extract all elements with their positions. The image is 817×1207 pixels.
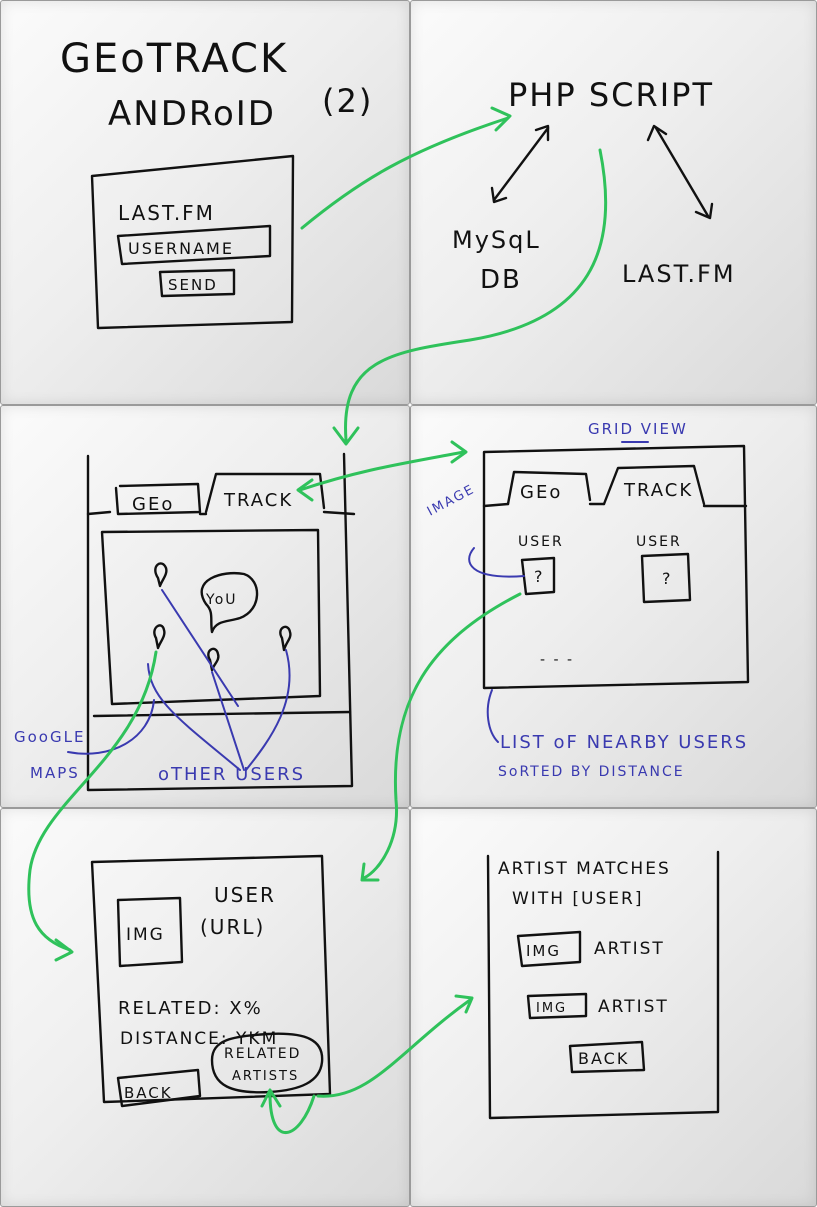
map-pin-icon <box>153 624 166 650</box>
send-button-label: SEND <box>168 276 218 294</box>
profile-image-label: IMG <box>126 925 165 945</box>
panel-login <box>0 0 410 405</box>
related-artists-line1: RELATED <box>224 1046 301 1062</box>
artist-2-name[interactable]: ARTIST <box>598 997 669 1017</box>
flow-arrow-map-to-profile <box>27 650 158 952</box>
php-script-label: PHP SCRIPT <box>508 76 714 114</box>
map-screen-frame <box>86 452 354 792</box>
annot-list-line1: LIST oF NEARBY USERS <box>500 732 748 753</box>
profile-back-label: BACK <box>124 1084 173 1102</box>
profile-image <box>116 896 184 968</box>
grid-tab-geo-label: GEo <box>520 482 562 503</box>
grid-placeholder-2: ? <box>662 569 673 588</box>
flow-arrow-php-to-map <box>344 148 608 442</box>
grid-more-indicator: - - - <box>540 652 574 668</box>
map-pin-icon <box>154 562 168 588</box>
annot-maps-line2: MAPS <box>30 764 80 782</box>
annot-maps-line1: GooGLE <box>14 728 85 746</box>
related-artists-button[interactable] <box>210 1032 324 1094</box>
annot-other-users: oTHER USERS <box>158 764 305 785</box>
panel-grid-screen <box>410 405 817 808</box>
grid-tab-track-label: TRACK <box>623 480 693 501</box>
annot-image: IMAGE <box>425 482 478 520</box>
grid-user-2-label: USER <box>636 534 682 550</box>
php-lastfm-arrow <box>654 126 710 218</box>
artist-2-image <box>526 992 588 1020</box>
artist-2-image-label: IMG <box>536 1001 567 1016</box>
you-label: YoU <box>205 592 238 608</box>
grid-heading: GRID VIEW <box>588 420 688 438</box>
title-line1: GEoTRACK <box>60 36 288 82</box>
title-line2: ANDRoID <box>108 94 276 134</box>
lastfm-service-label: LAST.FM <box>622 260 736 288</box>
flow-arrow-to-matches <box>316 998 472 1098</box>
title-number: (2) <box>322 82 373 120</box>
matches-heading-line2: WITH [USER] <box>512 889 643 909</box>
send-button[interactable] <box>158 268 236 298</box>
profile-user-label: USER <box>214 883 276 907</box>
flow-arrow-grid-to-profile <box>362 592 522 880</box>
matches-heading-line1: ARTIST MATCHES <box>498 859 671 879</box>
profile-related-value: RELATED: X% <box>118 998 263 1019</box>
panel-profile-screen <box>0 808 410 1207</box>
you-marker <box>200 572 259 634</box>
grid-user-1-label: USER <box>518 534 564 550</box>
tab-geo[interactable] <box>114 482 202 516</box>
map-area[interactable] <box>100 528 322 706</box>
grid-user-1-image[interactable] <box>520 556 556 596</box>
db-label-line2: DB <box>480 265 522 295</box>
matches-back-button[interactable] <box>568 1040 646 1074</box>
profile-screen-frame <box>90 854 332 1104</box>
annot-list-line2: SoRTED BY DISTANCE <box>498 764 685 780</box>
php-db-arrow <box>492 126 550 202</box>
login-label: LAST.FM <box>118 201 215 225</box>
grid-screen-frame <box>482 444 750 690</box>
artist-1-name[interactable]: ARTIST <box>594 939 665 959</box>
matches-back-label: BACK <box>578 1049 629 1068</box>
grid-user-2-image[interactable] <box>640 552 692 604</box>
map-pin-icon <box>279 625 292 652</box>
tab-track-label: TRACK <box>223 490 293 511</box>
matches-screen-frame <box>486 850 720 1120</box>
tab-geo-label: GEo <box>132 494 174 515</box>
profile-distance-value: DISTANCE: YKM <box>120 1029 278 1049</box>
grid-tab-geo[interactable] <box>506 470 592 506</box>
db-label-line1: MySqL <box>452 226 541 254</box>
panel-matches-screen <box>410 808 817 1207</box>
grid-tab-track[interactable] <box>602 464 706 506</box>
profile-url-label: (URL) <box>200 915 265 939</box>
username-field[interactable] <box>116 224 272 266</box>
grid-placeholder-1: ? <box>534 567 545 586</box>
username-field-label: USERNAME <box>128 239 234 258</box>
artist-1-image-label: IMG <box>526 942 561 960</box>
related-artists-line2: ARTISTS <box>232 1069 299 1084</box>
tab-track[interactable] <box>204 472 326 514</box>
flow-arrow-login-to-php <box>300 116 510 230</box>
panel-map-screen <box>0 405 410 808</box>
flow-arrow-tab-switch <box>298 450 466 492</box>
flow-arrow-related-loop <box>268 1092 316 1134</box>
artist-1-image <box>516 930 582 968</box>
login-screen-frame <box>90 154 295 330</box>
profile-back-button[interactable] <box>116 1068 202 1108</box>
